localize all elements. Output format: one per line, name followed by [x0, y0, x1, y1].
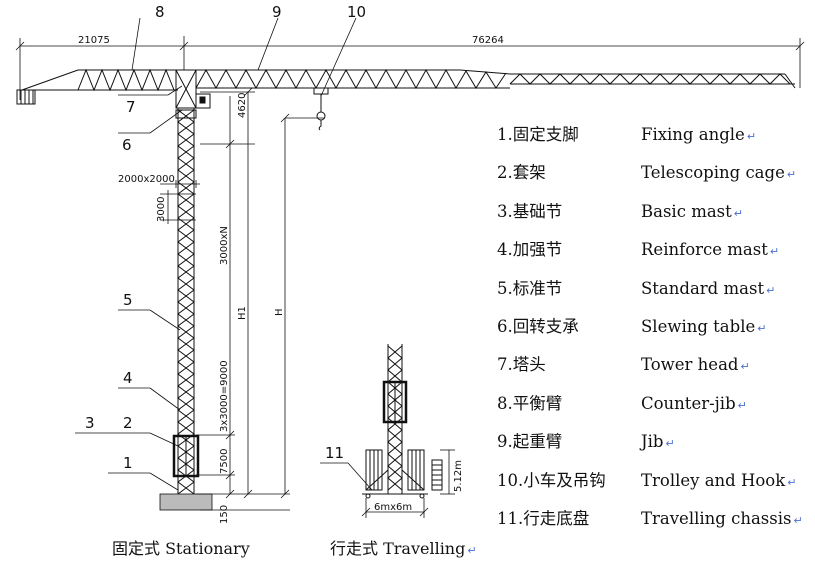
legend-row: 6.回转支承 Slewing table↵	[497, 315, 815, 353]
legend-en: Tower head↵	[641, 355, 750, 375]
return-mark-icon: ↵	[793, 513, 803, 527]
legend-en: Basic mast↵	[641, 201, 743, 221]
stationary-mast	[172, 108, 200, 495]
dim-counter-jib: 21075	[78, 35, 110, 46]
travelling-mast	[362, 344, 443, 499]
counter-jib	[16, 68, 178, 105]
legend-row: 2.套架 Telescoping cage↵	[497, 161, 815, 199]
legend-cn: 5.标准节	[497, 278, 563, 298]
caption-stationary: 固定式 Stationary	[112, 539, 250, 558]
legend-cn: 2.套架	[497, 163, 546, 183]
dim-base-height: 7500	[219, 449, 230, 474]
callout-11: 11	[325, 444, 344, 462]
legend-row: 4.加强节 Reinforce mast↵	[497, 238, 815, 276]
return-mark-icon: ↵	[746, 130, 757, 143]
legend-en: Slewing table↵	[641, 316, 767, 336]
return-mark-icon: ↵	[787, 475, 797, 489]
tower-head	[175, 69, 211, 109]
dim-head-height: 4620	[237, 93, 248, 118]
caption-travelling: 行走式 Travelling↵	[330, 539, 477, 558]
legend-row: 7.塔头 Tower head↵	[497, 353, 815, 391]
return-mark-icon: ↵	[665, 437, 675, 451]
callout-2: 2	[123, 414, 133, 432]
legend-en: Fixing angle↵	[641, 125, 757, 144]
mast-dimensions	[160, 87, 325, 511]
legend-row: 10.小车及吊钩 Trolley and Hook↵	[497, 469, 815, 507]
legend-cn: 8.平衡臂	[497, 393, 563, 413]
dim-h1: H1	[237, 306, 248, 320]
callout-7: 7	[126, 98, 136, 116]
return-mark-icon: ↵	[766, 283, 776, 297]
dim-h: H	[274, 308, 285, 316]
callout-3: 3	[85, 414, 95, 432]
legend-en: Travelling chassis↵	[641, 508, 803, 528]
dim-chassis-size: 6mx6m	[374, 502, 412, 513]
component-legend: 1.固定支脚 Fixing angle↵ 2.套架 Telescoping ca…	[497, 123, 815, 545]
legend-row: 9.起重臂 Jib↵	[497, 430, 815, 468]
legend-cn: 3.基础节	[497, 201, 563, 221]
callout-4: 4	[123, 369, 133, 387]
legend-cn: 1.固定支脚	[497, 125, 579, 144]
return-mark-icon: ↵	[467, 544, 477, 557]
legend-row: 3.基础节 Basic mast↵	[497, 200, 815, 238]
legend-cn: 4.加强节	[497, 240, 563, 260]
legend-en: Telescoping cage↵	[641, 163, 797, 183]
legend-row: 5.标准节 Standard mast↵	[497, 277, 815, 315]
return-mark-icon: ↵	[740, 360, 750, 374]
legend-cn: 9.起重臂	[497, 432, 563, 452]
callout-6: 6	[122, 136, 132, 154]
jib	[195, 68, 796, 90]
legend-en: Standard mast↵	[641, 278, 776, 298]
callout-labels: 8 9 10 7 6 5 4 3 2 1 11	[85, 3, 366, 472]
legend-row: 1.固定支脚 Fixing angle↵	[497, 123, 815, 161]
callout-10: 10	[347, 3, 366, 21]
return-mark-icon: ↵	[757, 321, 767, 335]
trolley-hook	[313, 87, 329, 131]
dim-jib: 76264	[472, 35, 504, 46]
return-mark-icon: ↵	[737, 398, 747, 412]
dim-mast-section: 2000x2000	[118, 174, 175, 185]
legend-en: Reinforce mast↵	[641, 240, 780, 260]
foundation-block	[159, 493, 213, 511]
legend-cn: 7.塔头	[497, 355, 546, 375]
legend-en: Counter-jib↵	[641, 393, 747, 413]
callout-5: 5	[123, 291, 133, 309]
return-mark-icon: ↵	[733, 206, 743, 220]
legend-cn: 11.行走底盘	[497, 508, 590, 528]
legend-cn: 6.回转支承	[497, 316, 579, 336]
callout-leaders	[75, 17, 373, 491]
dim-section-height: 3000	[156, 197, 167, 222]
legend-row: 11.行走底盘 Travelling chassis↵	[497, 507, 815, 545]
return-mark-icon: ↵	[786, 168, 797, 182]
top-dimension	[15, 36, 805, 100]
callout-9: 9	[272, 3, 282, 21]
return-mark-icon: ↵	[769, 245, 780, 259]
dim-foundation: 150	[219, 505, 230, 524]
dim-base-sections: 3x3000=9000	[219, 360, 230, 432]
travelling-dimensions	[361, 449, 455, 518]
legend-en: Jib↵	[641, 432, 675, 452]
callout-8: 8	[155, 3, 165, 21]
callout-1: 1	[123, 454, 133, 472]
dim-chassis-height: 5.12m	[453, 460, 464, 492]
legend-row: 8.平衡臂 Counter-jib↵	[497, 392, 815, 430]
legend-cn: 10.小车及吊钩	[497, 470, 606, 490]
dim-3000n: 3000xN	[219, 226, 230, 265]
legend-en: Trolley and Hook↵	[641, 470, 797, 490]
